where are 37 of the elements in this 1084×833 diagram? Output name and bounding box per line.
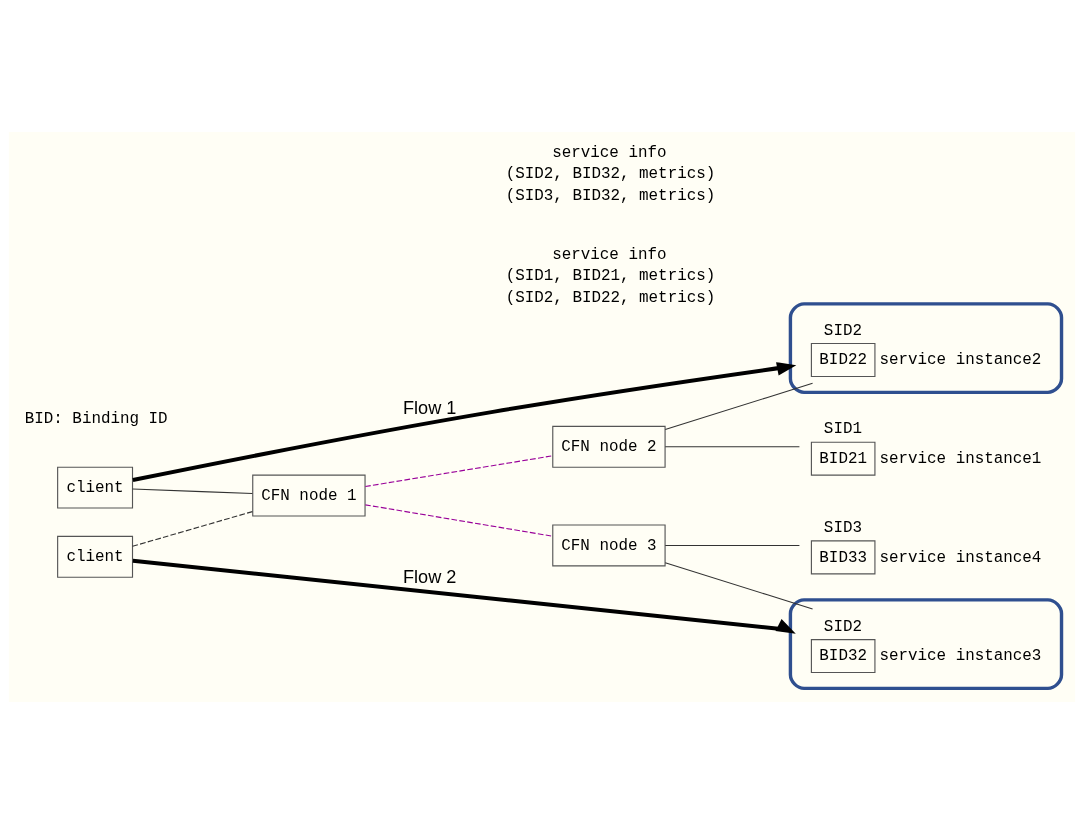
connector (132, 510, 253, 547)
label: (SID2, BID22, metrics) (505, 288, 716, 307)
label: BID: Binding ID (24, 409, 168, 428)
node-box: BID22 (810, 342, 876, 377)
node-box: client (57, 535, 134, 578)
label: service info (552, 245, 667, 264)
connector (132, 487, 253, 494)
cluster (788, 301, 1064, 394)
node-box: CFN node 2 (552, 425, 666, 468)
node-box: CFN node 3 (552, 523, 666, 566)
node-box: BID21 (810, 441, 876, 476)
node-label: SID3 (823, 518, 862, 537)
arrow (132, 361, 797, 482)
node-label: service instance4 (879, 548, 1042, 567)
node-box: BID33 (810, 539, 876, 574)
connector (664, 561, 814, 609)
connector (664, 544, 800, 546)
cluster (788, 597, 1064, 690)
node-label: SID2 (823, 321, 862, 340)
label: service info (552, 143, 667, 162)
node-label: service instance2 (879, 350, 1042, 369)
arrow (132, 558, 796, 634)
edge-label: Flow 2 (403, 566, 457, 587)
node-box: BID32 (810, 638, 876, 673)
node-box: client (57, 466, 134, 509)
node-label: service instance1 (879, 449, 1042, 468)
connector (664, 445, 800, 447)
connector (364, 503, 553, 537)
connector (364, 454, 553, 487)
node-label: SID1 (823, 419, 862, 438)
node-box: CFN node 1 (252, 474, 366, 517)
node-label: SID2 (823, 617, 862, 636)
label: (SID2, BID32, metrics) (505, 164, 716, 183)
label: (SID3, BID32, metrics) (505, 186, 716, 205)
label: (SID1, BID21, metrics) (505, 266, 716, 285)
node-label: service instance3 (879, 646, 1042, 665)
edge-label: Flow 1 (403, 397, 457, 418)
